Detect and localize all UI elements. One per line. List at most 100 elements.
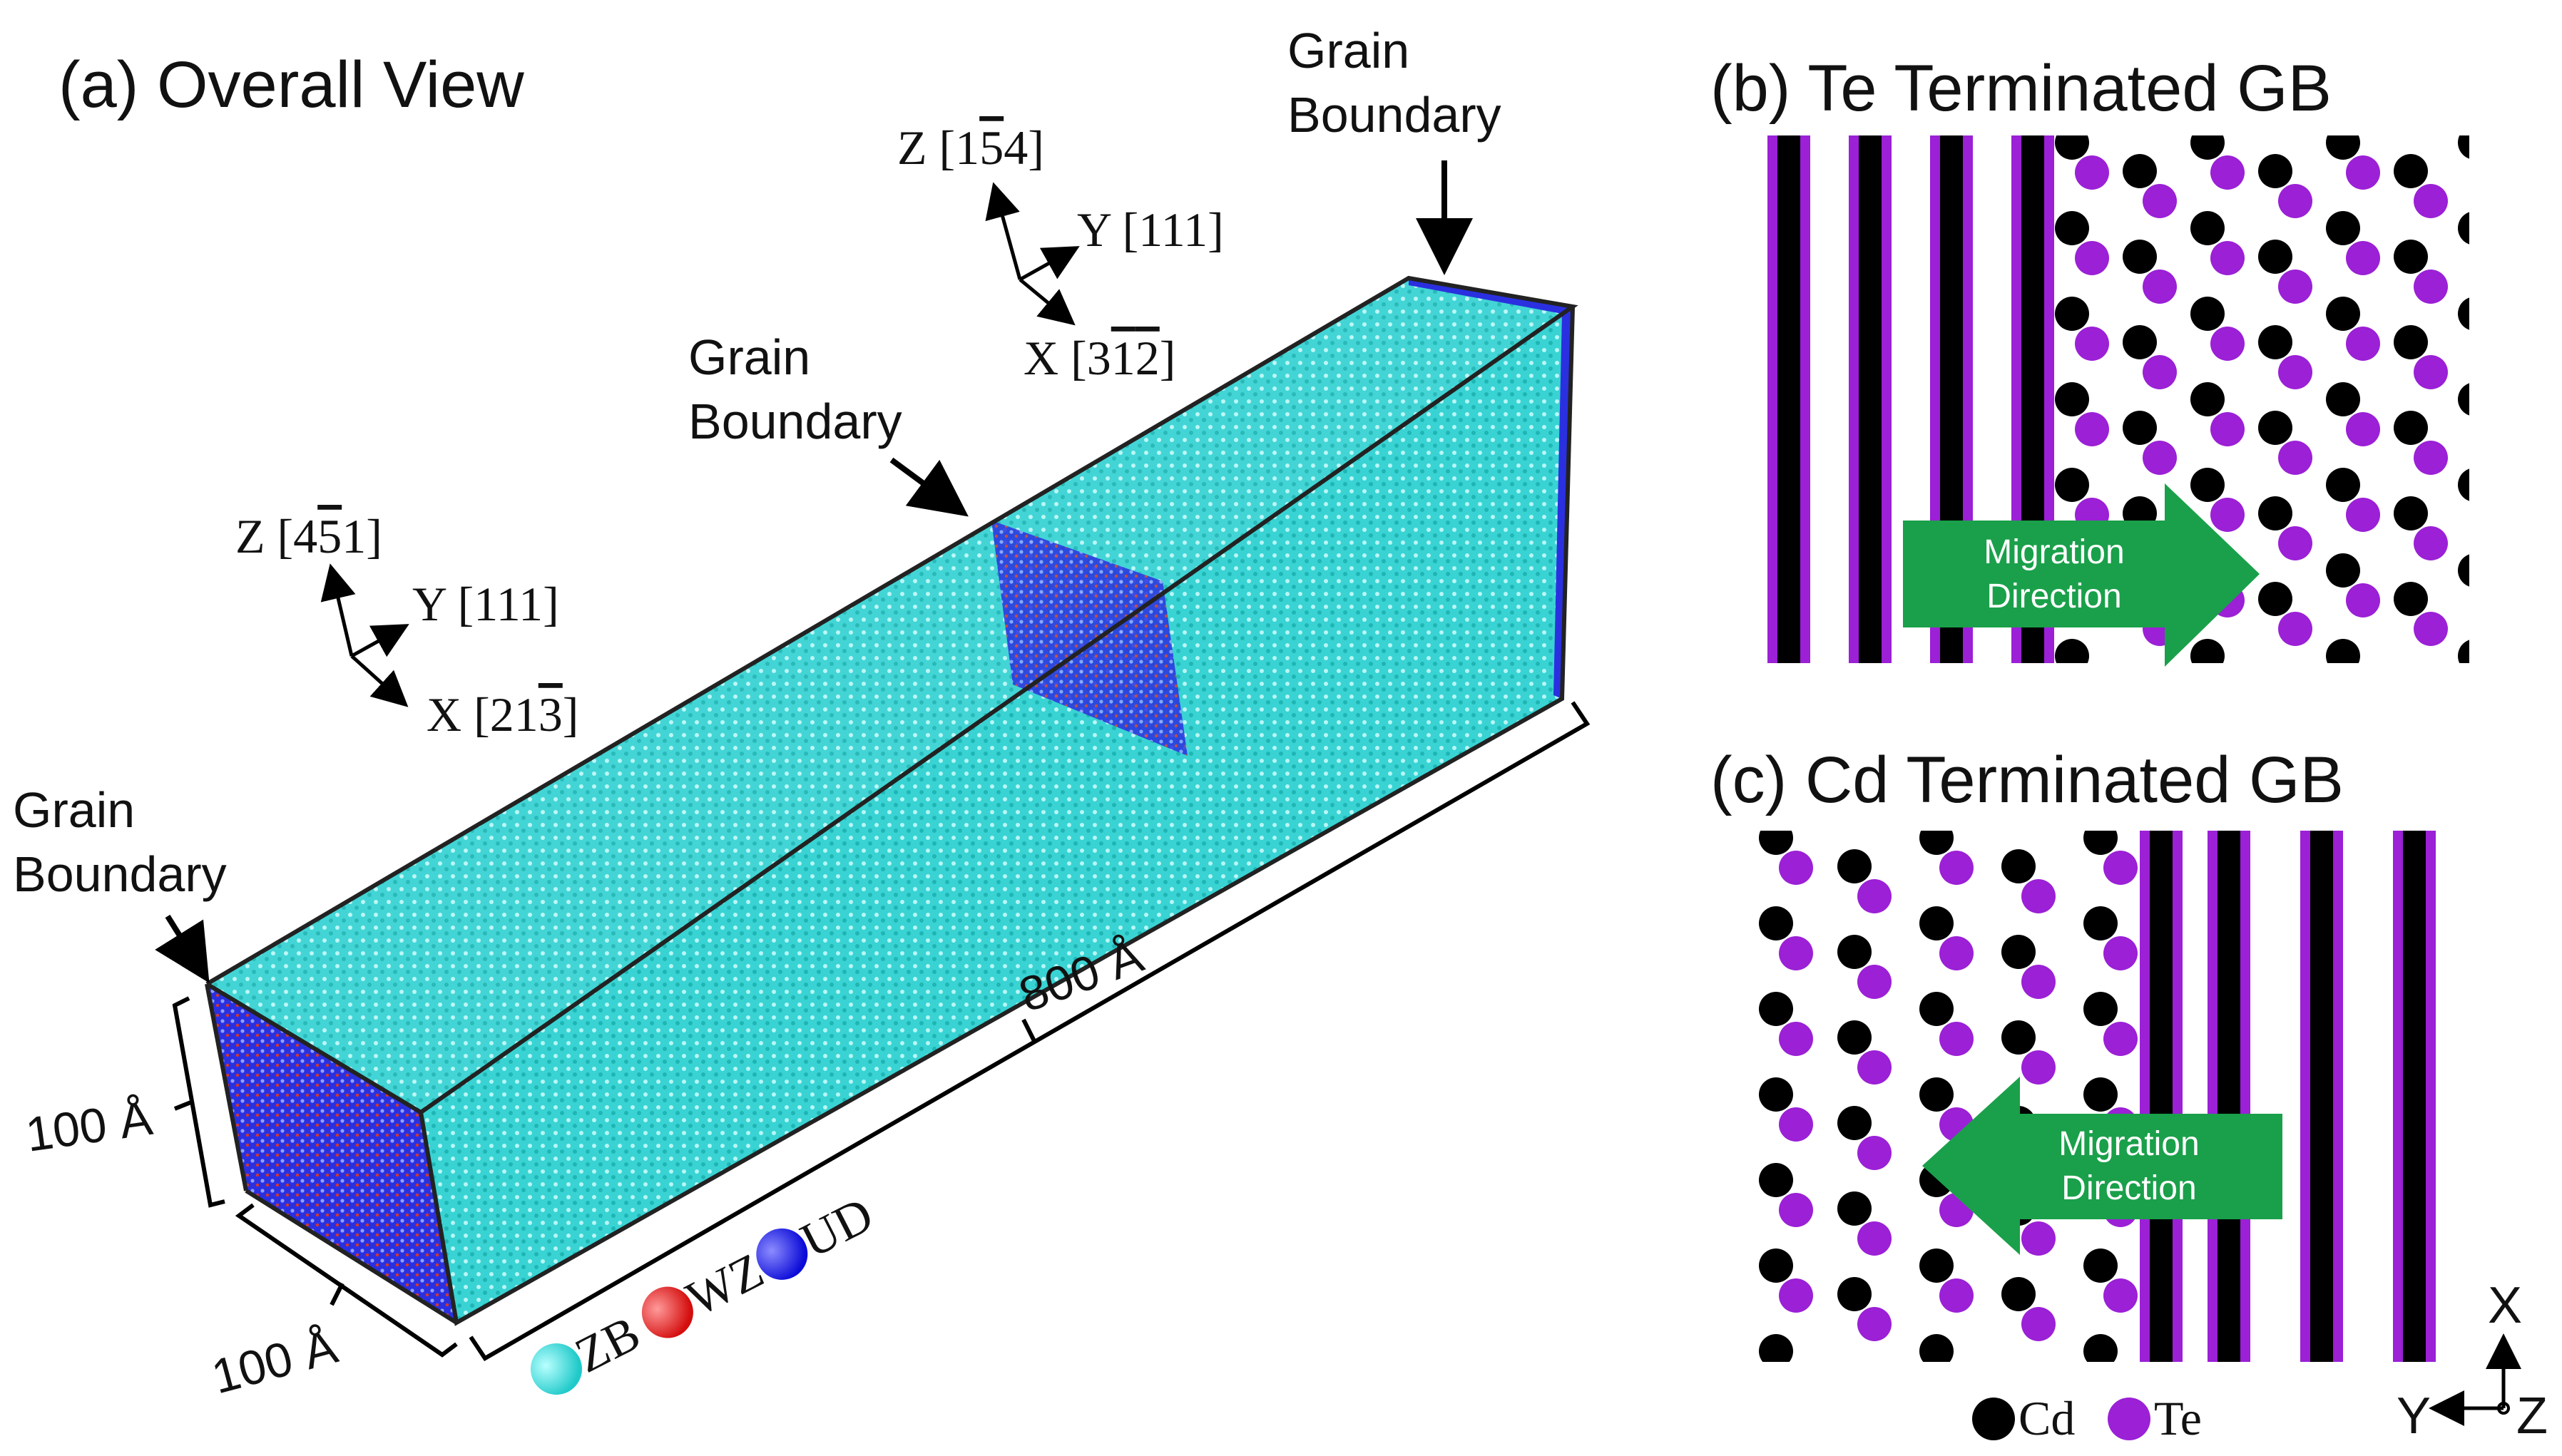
cd-marker (1972, 1398, 2015, 1440)
cd-atom (1837, 935, 1872, 969)
te-atom (2346, 327, 2380, 361)
cd-atom (2123, 154, 2157, 188)
migration-b-line2: Direction (1986, 578, 2121, 615)
cd-atom (2458, 554, 2469, 587)
axis-right-x-label: X [312] (1024, 331, 1175, 385)
cd-atom (2326, 382, 2360, 416)
te-atom (2478, 412, 2512, 446)
cd-atom (2083, 1077, 2118, 1112)
axis-left-z-label: Z [451] (235, 509, 382, 563)
te-atom (1939, 1022, 1974, 1056)
te-atom (2278, 270, 2312, 304)
te-atom (2414, 355, 2448, 389)
dense-column-b-0-core (1777, 135, 1800, 663)
te-atom (2478, 327, 2512, 361)
cd-atom (1759, 1163, 1793, 1197)
te-atom (2278, 612, 2312, 646)
te-atom (2075, 155, 2109, 190)
gb-right-line2: Boundary (1287, 87, 1501, 143)
migration-b-line1: Migration (1984, 533, 2124, 571)
cd-atom (2326, 211, 2360, 245)
rod-edge-4 (245, 1189, 458, 1325)
cd-atom (2123, 325, 2157, 359)
cd-atom (1759, 992, 1793, 1026)
te-atom (2346, 583, 2380, 617)
axis-right-y-label: Y [111] (1077, 202, 1224, 257)
te-atom (2478, 155, 2512, 190)
te-atom (1939, 1364, 1974, 1398)
frame-axes: X Y Z (2397, 1277, 2548, 1445)
cd-atom (2055, 135, 2089, 160)
cd-atom (2394, 496, 2428, 530)
cd-atom (1837, 1277, 1872, 1311)
cd-atom (2055, 468, 2089, 502)
te-atom (2278, 355, 2312, 389)
cd-atom (1919, 831, 1954, 855)
cd-atom (1759, 831, 1793, 855)
cd-atom (2458, 297, 2469, 330)
axis-left-x-arrow (350, 655, 409, 707)
grain-boundary-label-left: Grain Boundary (13, 782, 227, 983)
cd-atom (2326, 297, 2360, 331)
cd-atom (2258, 240, 2292, 274)
cd-atom (1919, 1334, 1954, 1362)
te-atom (2075, 669, 2109, 703)
cd-atom (2394, 240, 2428, 274)
te-atom (2478, 241, 2512, 275)
cd-label: Cd (2019, 1391, 2075, 1445)
te-atom (2143, 184, 2177, 218)
te-atom (2075, 241, 2109, 275)
te-atom (1939, 1278, 1974, 1313)
cd-atom (2083, 1334, 2118, 1362)
migration-arrow-c: Migration Direction (1922, 1077, 2282, 1255)
te-atom (1939, 851, 1974, 885)
height-label: 100 Å (23, 1091, 156, 1162)
cd-atom (2055, 211, 2089, 245)
te-atom (2021, 965, 2056, 999)
species-legend: Cd Te (1972, 1391, 2202, 1445)
cd-atom (2123, 411, 2157, 445)
panel-c: (c) Cd Terminated GB Migration Direction… (1710, 744, 2548, 1445)
te-atom (2414, 184, 2448, 218)
panel-a-title: (a) Overall View (58, 48, 524, 121)
cd-atom (2123, 240, 2157, 274)
cd-atom (2394, 582, 2428, 616)
axis-right-y-arrow (1019, 246, 1080, 282)
grain-boundary-label-right: Grain Boundary (1287, 23, 1501, 275)
axis-left-z-arrow (320, 563, 356, 657)
cd-atom (1919, 1249, 1954, 1283)
cd-atom (1837, 1020, 1872, 1055)
middle-grain-boundary-band (991, 521, 1188, 756)
rod-end-face (207, 984, 456, 1323)
gb-middle-arrow (889, 457, 969, 517)
rod-top-face (207, 278, 1573, 1112)
dense-column-c-2-core (2310, 831, 2333, 1362)
te-atom (2478, 583, 2512, 617)
te-atom (2414, 526, 2448, 560)
cd-atom (2258, 154, 2292, 188)
rod-side-face (421, 307, 1573, 1323)
te-atom (2103, 851, 2138, 885)
te-atom (2021, 879, 2056, 913)
gb-middle-line2: Boundary (688, 394, 902, 449)
axis-right-z-arrow (985, 182, 1022, 280)
frame-x-label: X (2488, 1277, 2522, 1334)
te-atom (2210, 327, 2245, 361)
panel-a: (a) Overall View Grain Boundary Grain Bo… (13, 23, 1591, 1404)
te-atom (2346, 241, 2380, 275)
cd-atom (2326, 468, 2360, 502)
te-atom (1857, 965, 1892, 999)
axis-right-z-label: Z [154] (897, 121, 1044, 175)
te-atom (2278, 441, 2312, 475)
cd-atom (2083, 1249, 2118, 1283)
gb-left-arrow (155, 914, 210, 983)
te-atom (1857, 1307, 1892, 1341)
te-atom (1857, 1050, 1892, 1085)
cd-atom (1759, 1249, 1793, 1283)
cd-atom (2190, 639, 2225, 663)
cd-atom (2001, 1277, 2036, 1311)
te-atom (2143, 441, 2177, 475)
cd-atom (2258, 325, 2292, 359)
dimension-height: 100 Å (23, 996, 225, 1208)
te-atom (2075, 412, 2109, 446)
